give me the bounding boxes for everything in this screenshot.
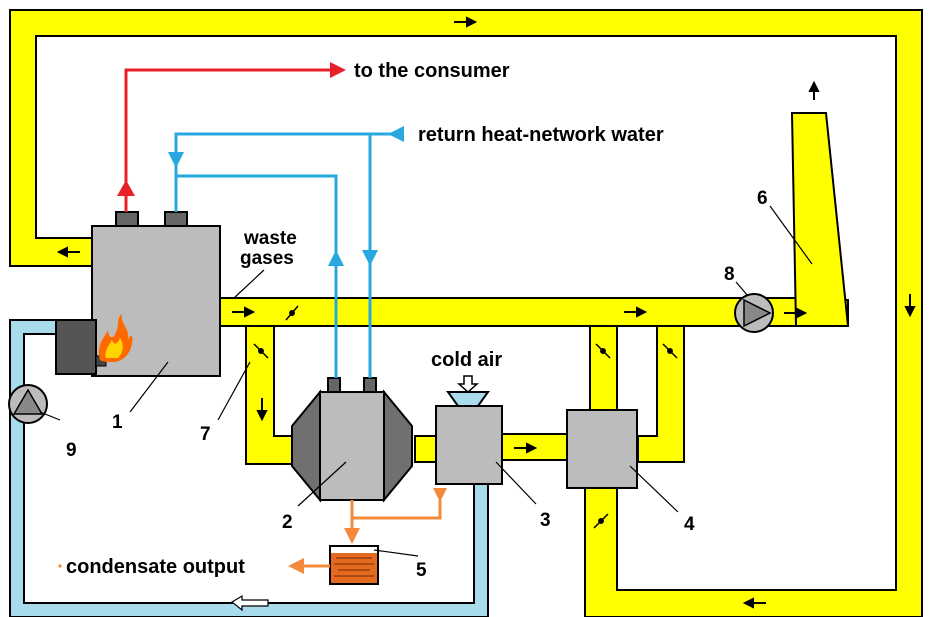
heat-exchanger-4	[566, 409, 638, 489]
flue-gas-ducts	[9, 9, 923, 617]
label-to-consumer: to the consumer	[354, 60, 510, 82]
label-waste-gases-line1: waste	[243, 228, 297, 249]
label-cold-air: cold air	[431, 349, 502, 371]
label-number-4: 4	[684, 514, 695, 535]
damper-icon	[253, 305, 678, 529]
cold-water-return-arrow-icon	[230, 594, 269, 612]
label-number-1: 1	[112, 412, 123, 433]
return-up-arrow-icon	[328, 250, 344, 266]
label-number-6: 6	[757, 188, 768, 209]
air-heater-3	[435, 375, 503, 485]
pump-9-icon	[8, 384, 48, 424]
condensate-pipe	[300, 500, 442, 568]
label-number-7: 7	[200, 424, 211, 445]
label-condensate-output: condensate output	[66, 556, 245, 578]
cold-air-arrow-icon	[457, 375, 479, 394]
hot-supply-pipe	[124, 68, 330, 212]
return-down-arrow-icon	[168, 152, 184, 168]
condensate-down-arrow-icon	[344, 528, 360, 544]
condenser-2	[291, 377, 413, 503]
supply-arrow-icon	[330, 62, 346, 78]
return-arrow-icon	[388, 126, 404, 142]
condensate-out-arrow-icon	[288, 558, 304, 574]
label-number-8: 8	[724, 264, 735, 285]
supply-up-arrow-icon	[117, 180, 135, 196]
condensate-tank-5	[329, 545, 379, 585]
label-waste-gases-line2: gases	[240, 248, 294, 269]
condensate-small-arrow-icon	[433, 488, 447, 502]
label-number-2: 2	[282, 512, 293, 533]
pump-8-icon	[734, 293, 774, 333]
label-number-9: 9	[66, 440, 77, 461]
label-number-5: 5	[416, 560, 427, 581]
flame-icon	[98, 314, 133, 362]
condensate-dot	[58, 564, 62, 568]
leader-lines	[39, 205, 813, 557]
boiler-1	[55, 211, 221, 377]
return-down2-arrow-icon	[362, 250, 378, 266]
flow-arrow-icon	[56, 16, 916, 609]
label-number-3: 3	[540, 510, 551, 531]
label-return-water: return heat-network water	[418, 124, 664, 146]
